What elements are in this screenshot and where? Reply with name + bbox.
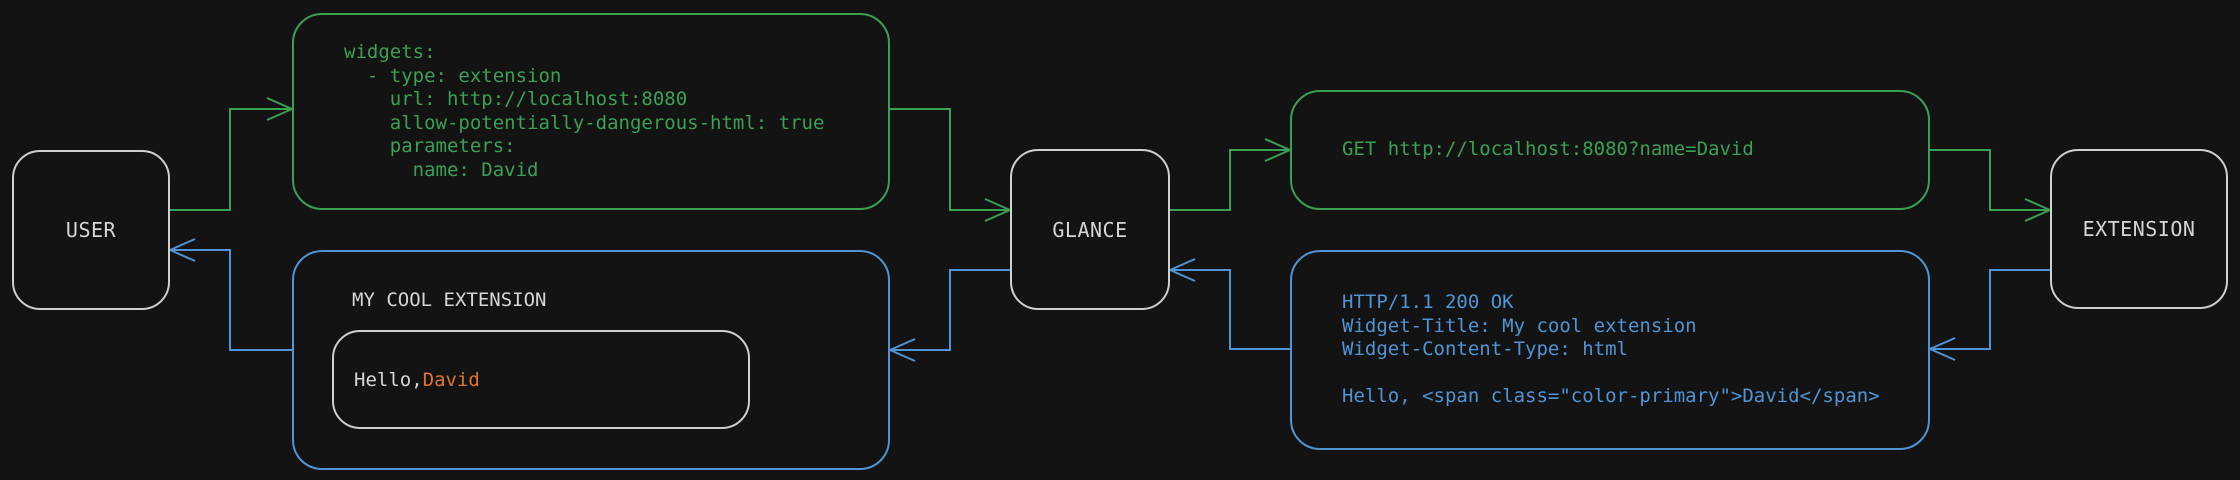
http-request-code: GET http://localhost:8080?name=David [1342, 138, 1754, 161]
node-glance: GLANCE [1010, 149, 1170, 310]
node-extension: EXTENSION [2050, 149, 2228, 309]
greeting-name: David [422, 368, 480, 391]
connector-widget-to-user-arrow [169, 238, 292, 351]
widget-greeting-box: Hello, David [332, 330, 750, 429]
connector-glance-to-widget-arrow [889, 269, 1010, 362]
connector-glance-to-request-arrow [1170, 138, 1291, 211]
connector-user-to-config-arrow [170, 97, 293, 211]
node-extension-label: EXTENSION [2082, 217, 2196, 241]
http-response-box: HTTP/1.1 200 OK Widget-Title: My cool ex… [1290, 250, 1930, 450]
node-glance-label: GLANCE [1052, 217, 1128, 242]
config-yaml-code: widgets: - type: extension url: http://l… [344, 41, 825, 181]
config-yaml-box: widgets: - type: extension url: http://l… [292, 13, 890, 210]
rendered-widget-box: MY COOL EXTENSION Hello, David [292, 250, 890, 470]
http-request-box: GET http://localhost:8080?name=David [1290, 90, 1930, 210]
connector-config-to-glance-arrow [890, 108, 1011, 222]
connector-response-to-glance-arrow [1169, 258, 1290, 350]
connector-request-to-extension-arrow [1930, 149, 2051, 222]
connector-extension-to-response-arrow [1929, 269, 2050, 361]
greeting-prefix: Hello, [354, 368, 423, 391]
widget-title: MY COOL EXTENSION [352, 289, 547, 311]
node-user: USER [12, 150, 170, 310]
node-user-label: USER [65, 218, 117, 242]
http-response-code: HTTP/1.1 200 OK Widget-Title: My cool ex… [1342, 291, 1880, 408]
